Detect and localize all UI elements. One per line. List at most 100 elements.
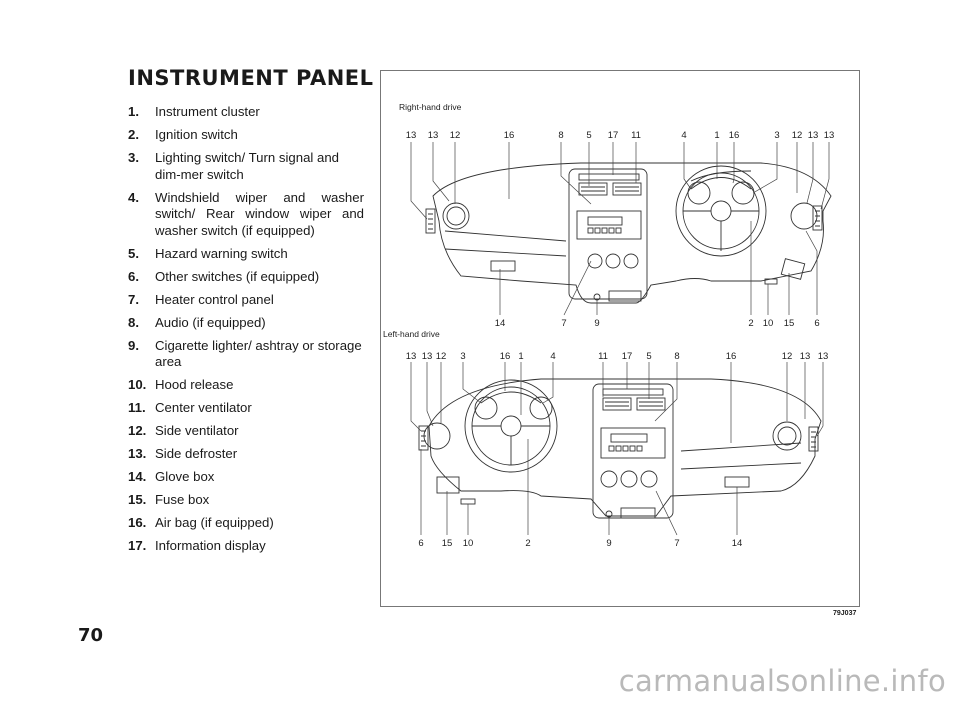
lhd-leader-lines (410, 362, 824, 536)
list-item: 14. Glove box (128, 469, 364, 486)
item-number: 4. (128, 189, 139, 205)
callout-number: 16 (500, 351, 511, 362)
page-title: INSTRUMENT PANEL (128, 66, 374, 90)
item-text: Air bag (if equipped) (155, 515, 274, 530)
callout-number: 16 (729, 130, 740, 141)
callout-number: 9 (606, 538, 611, 549)
callout-number: 6 (814, 318, 819, 329)
item-number: 17. (128, 538, 147, 553)
callout-number: 14 (732, 538, 743, 549)
callout-number: 11 (631, 130, 641, 141)
item-text: Center ventilator (155, 400, 252, 415)
instrument-panel-diagram: Right-hand drive Left-hand drive 13 13 1… (383, 102, 835, 549)
callout-number: 13 (406, 130, 417, 141)
item-number: 6. (128, 268, 139, 284)
rhd-dashboard-drawing (425, 162, 832, 304)
callout-number: 13 (422, 351, 433, 362)
item-text: Glove box (155, 469, 215, 484)
callout-number: 13 (428, 130, 439, 141)
item-number: 10. (128, 377, 147, 392)
callout-number: 3 (774, 130, 779, 141)
list-item: 4.Windshield wiper and washer switch/ Re… (128, 190, 364, 240)
watermark: carmanualsonline.info (618, 664, 946, 698)
item-number: 15. (128, 492, 147, 507)
callout-number: 3 (460, 351, 465, 362)
callout-number: 8 (674, 351, 679, 362)
callout-number: 16 (504, 130, 515, 141)
page-number: 70 (78, 625, 104, 646)
list-item: 10. Hood release (128, 377, 364, 394)
list-item: 13.Side defroster (128, 446, 364, 463)
callout-number: 13 (818, 351, 829, 362)
callout-number: 12 (782, 351, 793, 362)
instrument-panel-figure: Right-hand drive Left-hand drive 13 13 1… (380, 70, 860, 607)
item-text: Instrument cluster (155, 104, 260, 119)
rhd-callouts-top: 13 13 12 16 8 5 17 11 4 1 16 3 12 13 13 (406, 130, 835, 141)
item-text: Information display (155, 538, 266, 553)
callout-number: 13 (824, 130, 835, 141)
list-item: 2. Ignition switch (128, 127, 364, 144)
rhd-callouts-bottom: 14 7 9 2 10 15 6 (495, 318, 820, 329)
item-text: Ignition switch (155, 127, 238, 142)
callout-number: 2 (525, 538, 530, 549)
item-number: 9. (128, 337, 139, 353)
callout-number: 15 (442, 538, 453, 549)
list-item: 3. Lighting switch/ Turn signal and dim-m… (128, 150, 364, 183)
item-number: 2. (128, 127, 139, 142)
list-item: 8.Audio (if equipped) (128, 315, 364, 332)
list-item: 11. Center ventilator (128, 400, 364, 417)
list-item: 6. Other switches (if equipped) (128, 269, 364, 286)
item-number: 16. (128, 515, 147, 530)
callout-number: 1 (518, 351, 523, 362)
callout-number: 5 (586, 130, 591, 141)
callout-number: 17 (608, 130, 619, 141)
list-item: 5. Hazard warning switch (128, 246, 364, 263)
list-item: 7. Heater control panel (128, 292, 364, 309)
item-text: Fuse box (155, 492, 210, 507)
callout-number: 15 (784, 318, 795, 329)
item-number: 12. (128, 423, 147, 438)
list-item: 12. Side ventilator (128, 423, 364, 440)
callout-number: 16 (726, 351, 737, 362)
item-number: 11. (128, 400, 146, 415)
item-number: 3. (128, 150, 139, 165)
callout-number: 6 (418, 538, 423, 549)
item-text: Heater control panel (155, 291, 274, 307)
callout-number: 13 (800, 351, 811, 362)
item-text: Hazard warning switch (155, 245, 288, 261)
item-number: 7. (128, 291, 139, 307)
item-number: 14. (128, 469, 147, 484)
callout-number: 2 (748, 318, 753, 329)
callout-number: 12 (792, 130, 803, 141)
item-text: Side ventilator (155, 423, 239, 438)
callout-number: 7 (674, 538, 679, 549)
lhd-label: Left-hand drive (383, 329, 440, 339)
lhd-callouts-top: 13 13 12 3 16 1 4 11 17 5 8 16 12 13 13 (406, 351, 829, 362)
callout-number: 8 (558, 130, 563, 141)
callout-number: 13 (808, 130, 819, 141)
item-text: Other switches (if equipped) (155, 268, 320, 284)
callout-number: 11 (598, 351, 608, 362)
lhd-dashboard-drawing (418, 378, 822, 519)
item-text: Cigarette lighter/ ashtray or storage ar… (155, 337, 362, 370)
callout-number: 9 (594, 318, 599, 329)
item-number: 1. (128, 104, 139, 119)
figure-code: 79J037 (833, 610, 857, 617)
callout-number: 4 (550, 351, 555, 362)
list-item: 16. Air bag (if equipped) (128, 515, 364, 532)
item-text: Lighting switch/ Turn signal and dim-mer… (155, 150, 339, 182)
list-item: 1. Instrument cluster (128, 104, 364, 121)
callout-number: 17 (622, 351, 633, 362)
callout-number: 10 (463, 538, 474, 549)
lhd-callouts-bottom: 6 15 10 2 9 7 14 (418, 538, 742, 549)
callout-number: 13 (406, 351, 417, 362)
item-text: Side defroster (155, 446, 238, 461)
component-list: 1. Instrument cluster 2. Ignition switch 3. L… (128, 104, 364, 561)
callout-number: 4 (681, 130, 686, 141)
rhd-label: Right-hand drive (399, 102, 462, 112)
callout-number: 12 (436, 351, 447, 362)
item-text: Hood release (155, 377, 234, 392)
item-text: Audio (if equipped) (155, 314, 266, 330)
item-number: 5. (128, 245, 139, 261)
list-item: 17. Information display (128, 538, 364, 555)
